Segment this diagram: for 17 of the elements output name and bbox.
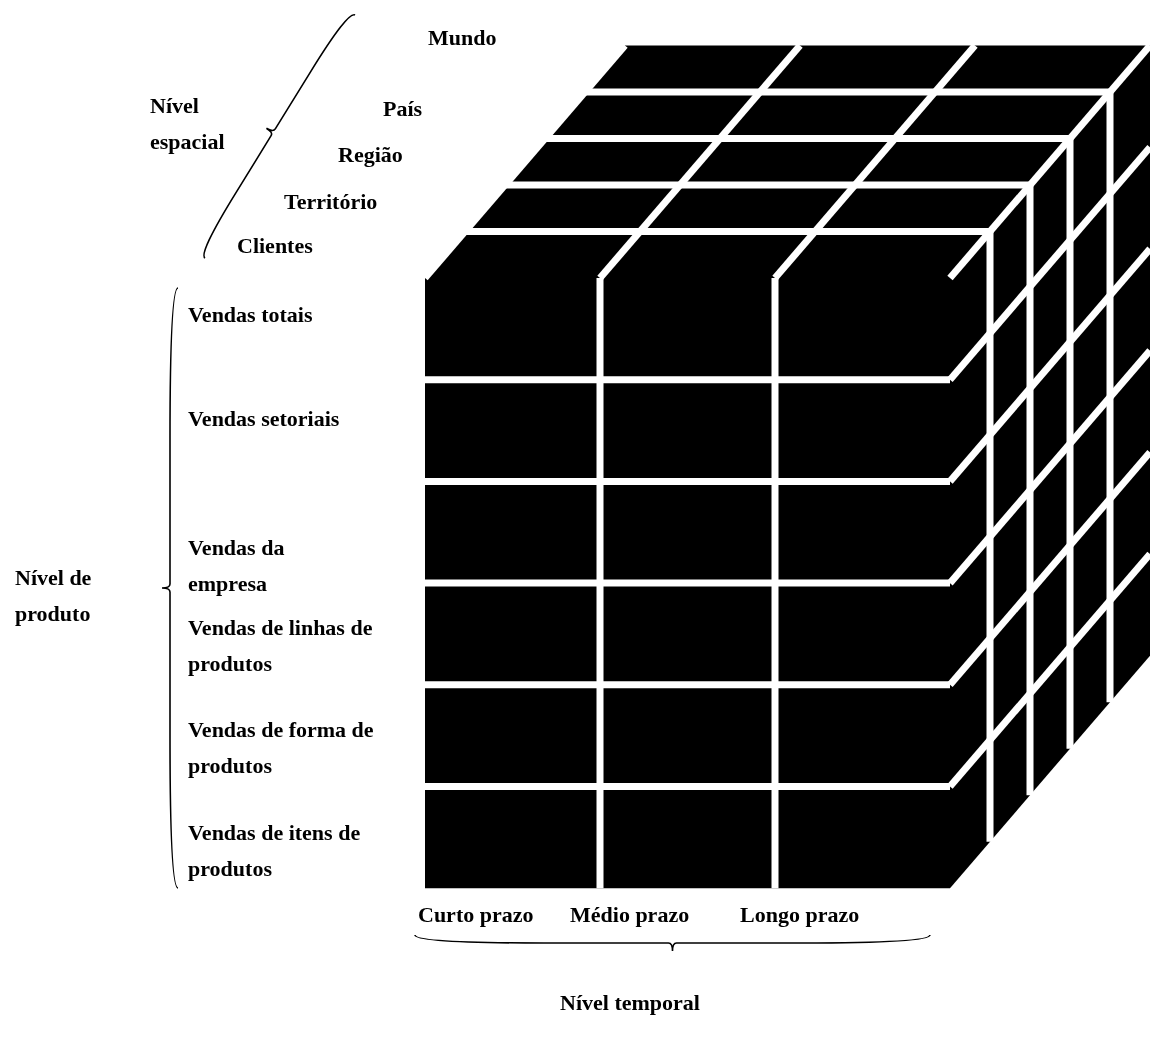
level-label: Médio prazo [570, 901, 690, 929]
level-label: País [383, 95, 423, 123]
level-label: Região [338, 141, 403, 169]
level-label: Território [284, 188, 378, 216]
axis-title: Nível temporal [560, 989, 700, 1017]
level-label: Vendas de forma de produtos [188, 716, 375, 780]
level-label: Vendas de linhas de produtos [188, 614, 374, 678]
level-label: Mundo [428, 24, 497, 52]
level-label: Vendas setoriais [188, 405, 340, 433]
level-label: Longo prazo [740, 901, 860, 929]
axis-title: Nível de produto [15, 564, 93, 628]
axis-title: Nível espacial [150, 92, 226, 156]
level-label: Vendas da empresa [188, 534, 286, 598]
level-label: Curto prazo [418, 901, 534, 929]
level-label: Vendas de itens de produtos [188, 819, 362, 883]
level-label: Clientes [237, 232, 313, 260]
level-label: Vendas totais [188, 301, 313, 329]
